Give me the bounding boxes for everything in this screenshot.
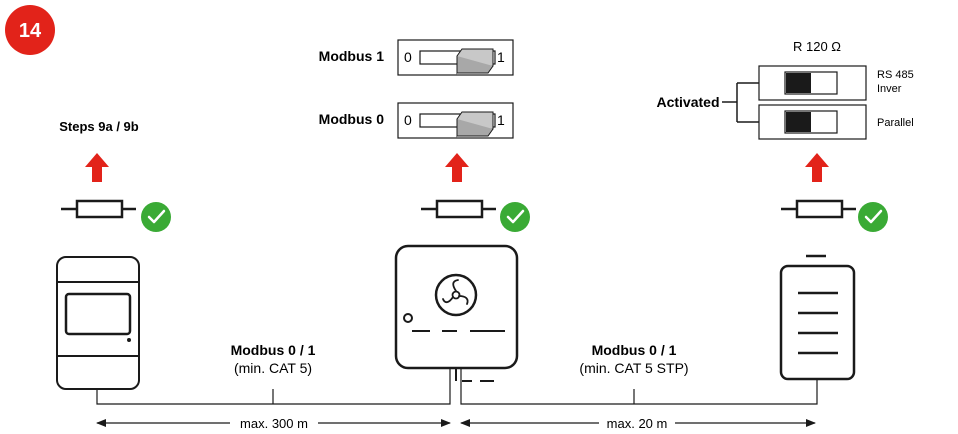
- link2-distance: max. 20 m: [607, 416, 668, 431]
- modbus-cable-left: [96, 368, 451, 405]
- terminator-resistor-icon: [421, 199, 496, 219]
- energy-meter-icon: [56, 256, 140, 390]
- inverter-icon: [394, 244, 519, 382]
- dip1-label-line1: RS 485: [877, 69, 914, 81]
- modbus-cable-right: [460, 368, 818, 405]
- fan-icon: [442, 279, 469, 305]
- link2-cable: (min. CAT 5 STP): [579, 360, 688, 376]
- up-arrow-icon: [445, 153, 469, 182]
- parallel-dip-switch: [758, 104, 867, 140]
- check-circle-icon: [858, 202, 888, 232]
- rs485-dip-switch: [758, 65, 867, 101]
- terminator-resistor-icon: [781, 199, 856, 219]
- modbus1-switch: 0 1: [397, 39, 514, 76]
- activated-bracket: [722, 82, 759, 123]
- modbus0-switch-0: 0: [404, 112, 412, 128]
- resistor-value-title: R 120 Ω: [793, 39, 841, 54]
- modbus0-label: Modbus 0: [319, 111, 385, 127]
- link1-cable: (min. CAT 5): [234, 360, 312, 376]
- check-circle-icon: [500, 202, 530, 232]
- steps-label: Steps 9a / 9b: [59, 119, 139, 134]
- step-badge: 14: [5, 5, 55, 55]
- terminator-resistor-icon: [61, 199, 136, 219]
- link1-title: Modbus 0 / 1: [231, 342, 316, 358]
- activated-label: Activated: [656, 94, 719, 110]
- step-badge-number: 14: [19, 20, 42, 42]
- modbus1-label: Modbus 1: [319, 48, 385, 64]
- link2-title: Modbus 0 / 1: [592, 342, 677, 358]
- modbus0-switch: 0 1: [397, 102, 514, 139]
- check-circle-icon: [141, 202, 171, 232]
- modbus1-switch-0: 0: [404, 49, 412, 65]
- dip1-label-line2: Inver: [877, 83, 902, 95]
- link1-distance: max. 300 m: [240, 416, 308, 431]
- battery-icon: [779, 254, 856, 381]
- modbus0-switch-1: 1: [497, 112, 505, 128]
- dip2-label: Parallel: [877, 117, 914, 129]
- up-arrow-icon: [805, 153, 829, 182]
- up-arrow-icon: [85, 153, 109, 182]
- modbus1-switch-1: 1: [497, 49, 505, 65]
